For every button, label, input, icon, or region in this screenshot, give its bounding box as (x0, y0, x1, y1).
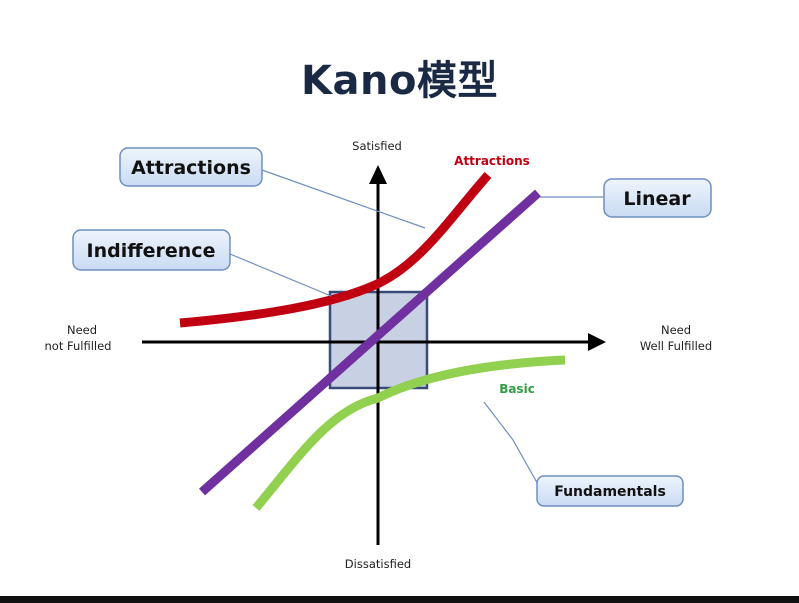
callout-fundamentals: Fundamentals (536, 475, 684, 507)
callout-linear-label: Linear (623, 188, 691, 210)
attractions-curve-label: Attractions (454, 154, 530, 168)
axis-label-right-line1: Need (661, 323, 691, 337)
linear-line (199, 189, 541, 496)
callout-linear: Linear (603, 178, 712, 218)
axis-label-left-line2: not Fulfilled (45, 339, 112, 353)
axis-label-left-line1: Need (67, 323, 97, 337)
basic-curve-label: Basic (499, 382, 535, 396)
basic-curve (252, 355, 566, 511)
callout-indifference-label: Indifference (87, 240, 216, 262)
fundamentals-connector (483, 401, 541, 489)
attractions-curve (179, 172, 492, 328)
axis-label-right-line2: Well Fulfilled (640, 339, 712, 353)
axis-label-satisfied: Satisfied (352, 139, 402, 153)
horizontal-axis-arrow-icon (588, 333, 606, 351)
axis-label-dissatisfied: Dissatisfied (345, 557, 411, 571)
bottom-bar (0, 596, 799, 603)
callout-attractions-label: Attractions (131, 157, 251, 179)
vertical-axis-arrow-icon (369, 165, 387, 184)
page-title: Kano模型 (301, 58, 498, 104)
callout-fundamentals-label: Fundamentals (554, 484, 666, 500)
indifference-connector (229, 253, 332, 297)
callout-indifference: Indifference (72, 229, 231, 271)
attractions-connector (261, 169, 426, 229)
callout-attractions: Attractions (119, 147, 263, 187)
